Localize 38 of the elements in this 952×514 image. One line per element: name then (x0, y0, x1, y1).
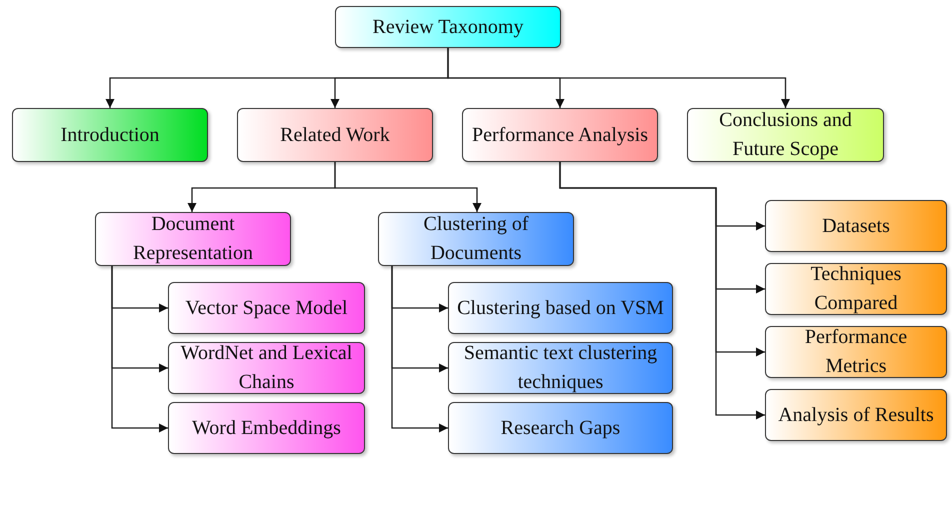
topic-box (95, 212, 291, 266)
topic-label: Vector Space Model (185, 296, 348, 320)
topic-label: Clustering of Documents (422, 212, 530, 266)
topic-box (765, 389, 947, 441)
arrow (334, 162, 482, 212)
topic-box (335, 6, 561, 48)
topic-label: Semantic text clustering techniques (462, 341, 658, 395)
topic-label: Performance Analysis (472, 122, 648, 148)
topic-label: Conclusions and Future Scope (718, 108, 853, 162)
topic-label: WordNet and Lexical Chains (180, 341, 354, 395)
topic-box (448, 282, 673, 334)
topic-label: Related Work (280, 122, 390, 148)
topic-box (378, 212, 574, 266)
topic-box (237, 108, 433, 162)
topic-label: Review Taxonomy (372, 14, 524, 40)
topic-box (765, 263, 947, 315)
topic-label: Datasets (822, 214, 890, 238)
arrow (111, 266, 168, 432)
topic-label: Analysis of Results (778, 402, 934, 428)
topic-label: Research Gaps (500, 416, 620, 440)
topic-label: Document Representation (132, 212, 254, 266)
topic-box (168, 282, 365, 334)
topic-box (448, 342, 673, 394)
arrow (391, 266, 448, 432)
arrow (447, 48, 790, 108)
topic-box (12, 108, 208, 162)
topic-label: Techniques Compared (810, 262, 902, 316)
topic-box (687, 108, 884, 162)
topic-label: Performance Metrics (804, 325, 908, 379)
arrow (559, 162, 765, 420)
topic-box (462, 108, 658, 162)
topic-label: Word Embeddings (192, 416, 341, 440)
topic-box (448, 402, 673, 454)
topic-box (765, 200, 947, 252)
topic-box (765, 326, 947, 378)
topic-box (168, 402, 365, 454)
topic-label: Clustering based on VSM (457, 296, 664, 320)
topic-label: Introduction (60, 122, 160, 148)
